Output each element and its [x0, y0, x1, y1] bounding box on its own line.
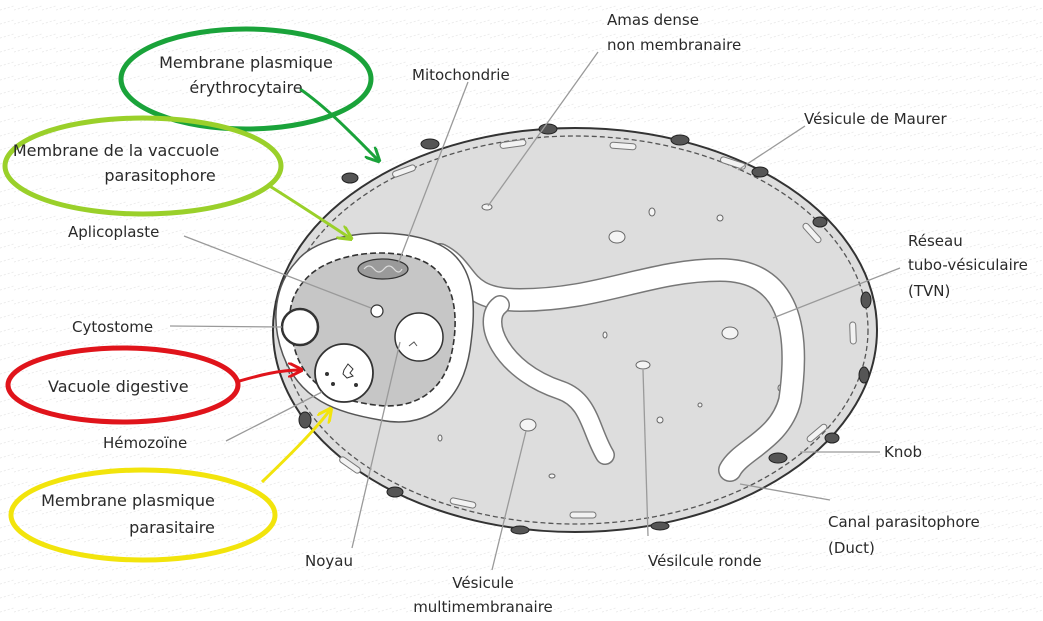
vesicle-dot [609, 231, 625, 243]
label-canal-1: Canal parasitophore [828, 513, 980, 531]
hemozoin-dot [331, 382, 335, 386]
vesicle-dot [549, 474, 555, 478]
knob-mark [752, 167, 768, 177]
apicoplast [371, 305, 383, 317]
label-vesicule-multi-2: multimembranaire [413, 598, 553, 616]
knob-mark [539, 124, 557, 134]
maurer-cleft [850, 322, 857, 344]
label-noyau: Noyau [305, 552, 353, 570]
hemozoin-dot [354, 383, 358, 387]
knob-mark [859, 367, 869, 383]
knob-mark [861, 292, 871, 308]
knob-mark [651, 522, 669, 530]
label-membrane-erythrocytaire-2: érythrocytaire [189, 78, 302, 97]
vesicle-dot [722, 327, 738, 339]
knob-mark [671, 135, 689, 145]
vesicle-dot [520, 419, 536, 431]
knob-mark [342, 173, 358, 183]
label-cytostome: Cytostome [72, 318, 153, 336]
label-aplicoplaste: Aplicoplaste [68, 223, 159, 241]
maurer-cleft [610, 142, 636, 150]
dense-body [482, 204, 492, 210]
label-membrane-erythrocytaire-1: Membrane plasmique [159, 53, 333, 72]
label-knob: Knob [884, 443, 922, 461]
label-amas-1: Amas dense [607, 11, 699, 29]
knob-mark [511, 526, 529, 534]
label-vacuole-digestive: Vacuole digestive [48, 377, 189, 396]
vesicle-dot [438, 435, 442, 441]
round-vesicle [636, 361, 650, 369]
label-tvn-2: tubo-vésiculaire [908, 256, 1028, 274]
label-membrane-parasitaire-1: Membrane plasmique [41, 491, 215, 510]
knob-mark [387, 487, 403, 497]
label-membrane-vacuole-2: parasitophore [104, 166, 215, 185]
label-mitochondrie: Mitochondrie [412, 66, 510, 84]
maurer-cleft [570, 512, 596, 518]
label-tvn-3: (TVN) [908, 282, 950, 300]
label-hemozoine: Hémozoïne [103, 434, 187, 452]
label-vesicule-multi-1: Vésicule [452, 574, 513, 592]
knob-mark [299, 412, 311, 428]
label-canal-2: (Duct) [828, 539, 875, 557]
nucleus [395, 313, 443, 361]
label-tvn-1: Réseau [908, 232, 963, 250]
knob-mark [421, 139, 439, 149]
cytostome [282, 309, 318, 345]
label-membrane-parasitaire-2: parasitaire [129, 518, 215, 537]
label-maurer: Vésicule de Maurer [804, 110, 947, 128]
knob-mark [813, 217, 827, 227]
vesicle-dot [698, 403, 702, 407]
mitochondrion [358, 259, 408, 279]
vesicle-dot [717, 215, 723, 221]
hemozoin-dot [325, 372, 329, 376]
knob-mark [825, 433, 839, 443]
label-amas-2: non membranaire [607, 36, 741, 54]
label-membrane-vacuole-1: Membrane de la vaccuole [13, 141, 219, 160]
knob-mark [769, 453, 787, 463]
label-vesicule-ronde: Vésilcule ronde [648, 552, 762, 570]
vesicle-dot [603, 332, 607, 338]
vesicle-dot [649, 208, 655, 216]
vesicle-dot [657, 417, 663, 423]
